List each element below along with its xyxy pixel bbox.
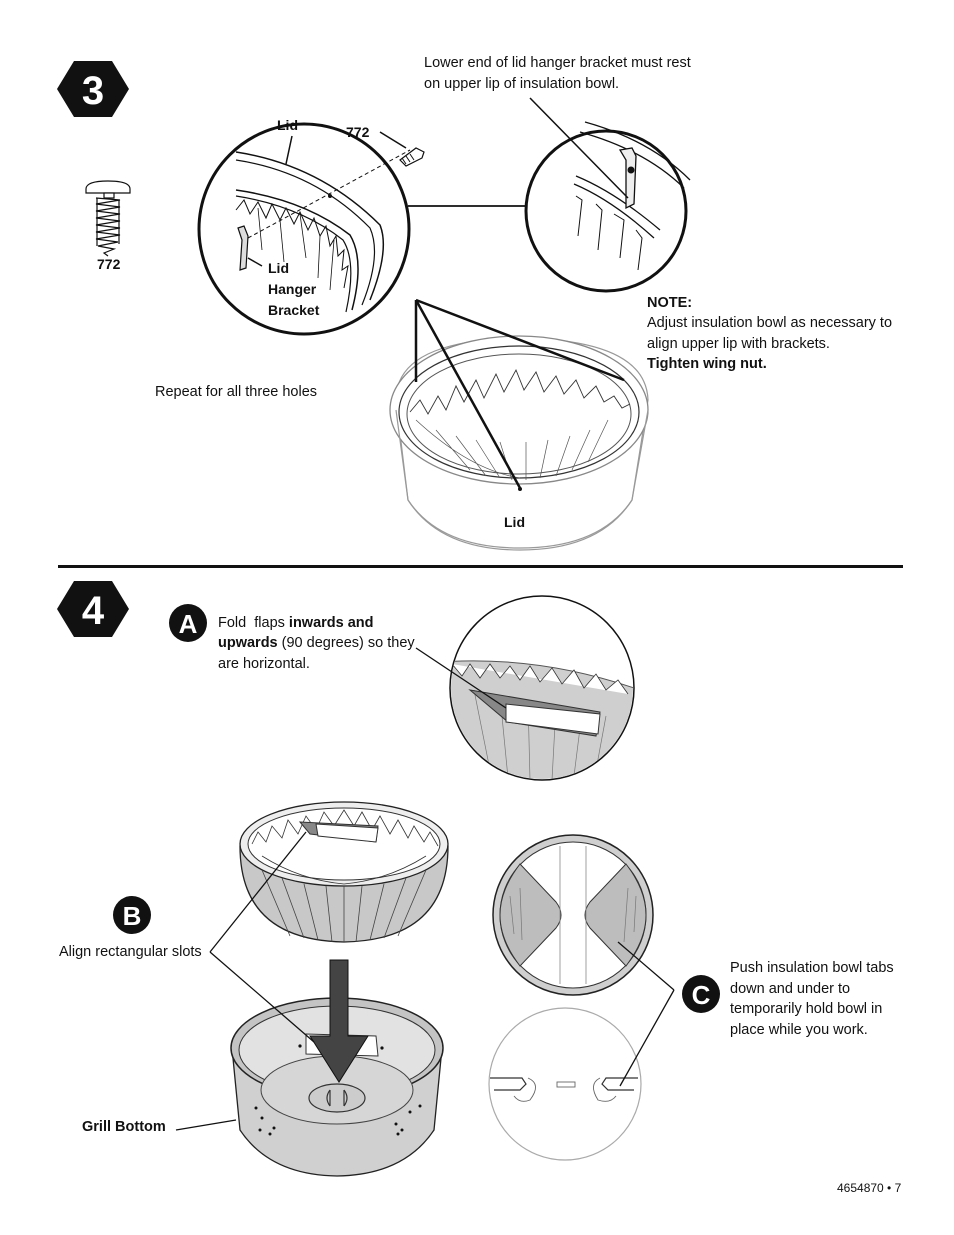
page-number: 4654870 • 7 (837, 1181, 902, 1195)
badge-b-letter: B (123, 901, 142, 931)
detail-circle-tabs-top (492, 834, 654, 996)
note-line1: Adjust insulation bowl as necessary to (647, 315, 893, 331)
step-a-line2: upwards (90 degrees) so they (218, 635, 415, 651)
top-note-line2: on upper lip of insulation bowl. (424, 76, 620, 92)
step-a-line3: are horizontal. (218, 656, 310, 672)
lid-pointer-lines (414, 298, 625, 489)
top-note-line1: Lower end of lid hanger bracket must res… (424, 55, 691, 71)
note-bold: Tighten wing nut. (647, 356, 767, 372)
callout-bracket-line3: Bracket (268, 302, 320, 318)
callout-screw: 772 (346, 124, 370, 140)
align-slot-leaders (175, 831, 315, 1131)
badge-c: C (617, 941, 720, 1087)
step-a-line1: Fold flaps inwards and (218, 615, 374, 631)
insulation-bowl (239, 801, 449, 943)
part-number-label: 772 (97, 256, 121, 272)
grill-bottom-label: Grill Bottom (82, 1119, 166, 1135)
badge-a: A (169, 604, 207, 642)
callout-bracket-line1: Lid (268, 260, 289, 276)
callout-bracket-line2: Hanger (268, 281, 317, 297)
detail-circle-flaps (449, 595, 635, 781)
down-arrow-icon (309, 959, 369, 1083)
badge-a-letter: A (179, 609, 198, 639)
detail-circle-lip (524, 97, 691, 293)
detail-circle-bracket (197, 122, 425, 336)
step-c-line4: place while you work. (730, 1022, 868, 1038)
badge-b: B (113, 896, 151, 934)
lid-label: Lid (504, 514, 525, 530)
lid-ring (389, 335, 649, 551)
flap-leader (415, 647, 507, 709)
align-slots-text: Align rectangular slots (59, 944, 202, 960)
note-line2: align upper lip with brackets. (647, 336, 830, 352)
screw-772-icon (85, 180, 131, 257)
callout-lid: Lid (277, 117, 298, 133)
step-3-badge: 3 (57, 61, 129, 117)
step-3-number: 3 (82, 69, 104, 113)
step-c-line2: down and under to (730, 981, 851, 997)
step-c-line1: Push insulation bowl tabs (730, 960, 894, 976)
step-4-number: 4 (82, 589, 105, 633)
step-c-line3: temporarily hold bowl in (730, 1001, 883, 1017)
section-divider (58, 565, 903, 568)
badge-c-letter: C (692, 980, 711, 1010)
note-title: NOTE: (647, 295, 693, 311)
detail-circle-tabs-bottom (488, 1007, 642, 1161)
step-4-badge: 4 (57, 581, 129, 637)
repeat-text: Repeat for all three holes (155, 384, 318, 400)
